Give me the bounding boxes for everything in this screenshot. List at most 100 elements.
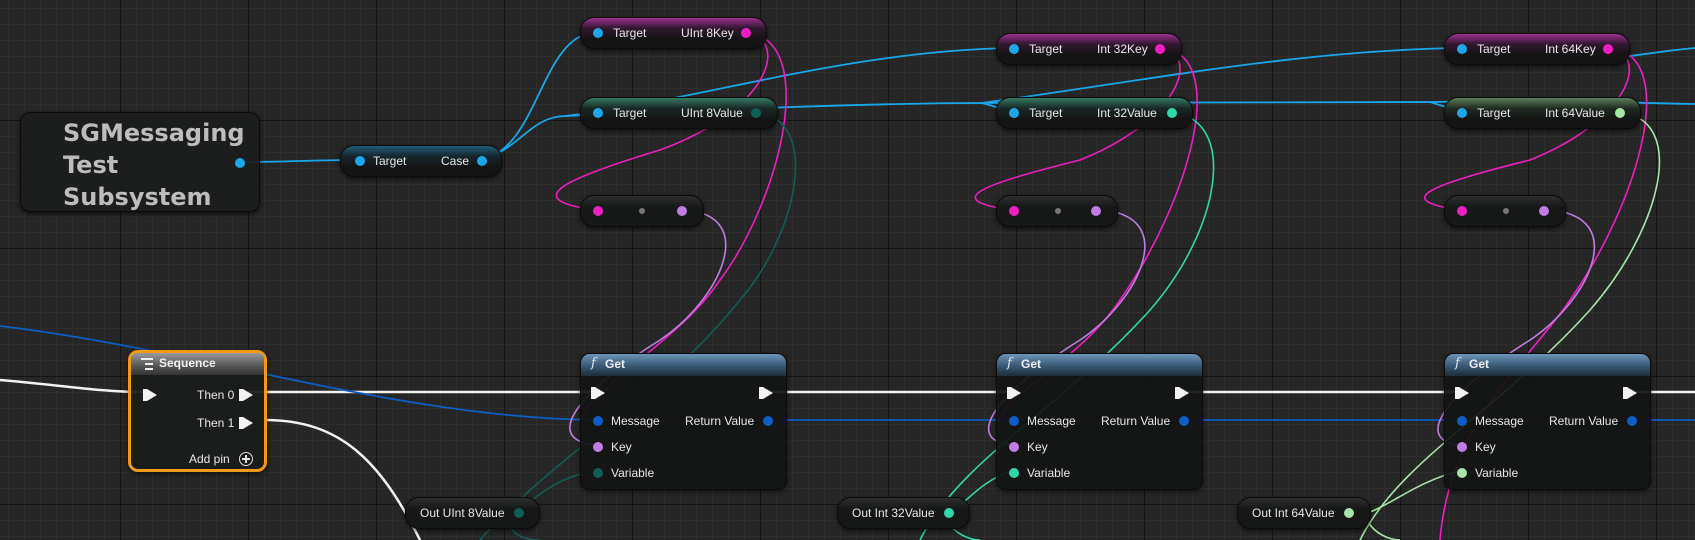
int32-value-node[interactable]: Target Int 32Value	[996, 97, 1193, 129]
add-pin-icon[interactable]	[239, 452, 253, 466]
make-key-2-input-pin[interactable]	[1009, 206, 1019, 216]
out-int64-node[interactable]: Out Int 64Value	[1237, 497, 1371, 529]
make-key-3-input-pin[interactable]	[1457, 206, 1467, 216]
uint8-key-target-pin[interactable]	[593, 28, 603, 38]
uint8-value-output-pin[interactable]	[751, 108, 761, 118]
make-key-2-dot	[1055, 208, 1061, 214]
int32-key-node[interactable]: Target Int 32Key	[996, 33, 1182, 65]
int64-value-node[interactable]: Target Int 64Value	[1444, 97, 1641, 129]
uint8-key-node[interactable]: Target UInt 8Key	[580, 17, 767, 49]
key3-wire-b	[1424, 47, 1631, 211]
get-node-3-exec-out[interactable]	[1623, 387, 1637, 399]
exec-wire-then1	[264, 418, 422, 540]
make-key-1-output-pin[interactable]	[677, 206, 687, 216]
subsystem-node[interactable]: SGMessaging Test Subsystem	[20, 112, 260, 212]
get-node-2-exec-out[interactable]	[1175, 387, 1189, 399]
subsystem-title: SGMessaging Test Subsystem	[63, 119, 245, 211]
get-node-3-key-pin[interactable]	[1457, 442, 1467, 452]
sequence-then0-pin[interactable]	[239, 389, 253, 401]
int64-key-output-label: Int 64Key	[1545, 42, 1596, 56]
int64-key-node[interactable]: Target Int 64Key	[1444, 33, 1630, 65]
int64-key-output-pin[interactable]	[1603, 44, 1613, 54]
get-node-1-message-pin[interactable]	[593, 416, 603, 426]
uint8-value-target-label: Target	[613, 106, 647, 120]
make-key-node-1[interactable]	[580, 195, 704, 227]
make-key-1-input-pin[interactable]	[593, 206, 603, 216]
sequence-node[interactable]: Sequence Then 0 Then 1 Add pin	[128, 350, 267, 472]
get-node-2-variable-label: Variable	[1027, 466, 1071, 480]
int32-value-target-label: Target	[1029, 106, 1063, 120]
get-node-2-message-label: Message	[1027, 414, 1076, 428]
get-node-2-title: Get	[1021, 357, 1042, 371]
get-node-1-title: Get	[605, 357, 626, 371]
uint8-value-target-pin[interactable]	[593, 108, 603, 118]
out-int64-label: Out Int 64Value	[1252, 506, 1335, 520]
int32-value-output-pin[interactable]	[1167, 108, 1177, 118]
get-node-1-return-pin[interactable]	[763, 416, 773, 426]
value3-wire	[1359, 111, 1661, 540]
get-node-2-message-pin[interactable]	[1009, 416, 1019, 426]
sequence-then0-label: Then 0	[197, 388, 235, 402]
make-key-1-dot	[639, 208, 645, 214]
make-key-node-2[interactable]	[996, 195, 1118, 227]
int64-value-target-pin[interactable]	[1457, 108, 1467, 118]
cast-target-pin[interactable]	[355, 156, 365, 166]
make-key-node-3[interactable]	[1444, 195, 1566, 227]
get-node-2-return-pin[interactable]	[1179, 416, 1189, 426]
make-key-2-output-pin[interactable]	[1091, 206, 1101, 216]
uint8-key-output-label: UInt 8Key	[681, 26, 734, 40]
sequence-then1-pin[interactable]	[239, 417, 253, 429]
get-node-1-exec-out[interactable]	[759, 387, 773, 399]
out-int32-node[interactable]: Out Int 32Value	[837, 497, 970, 529]
get-node-3-message-pin[interactable]	[1457, 416, 1467, 426]
get-node-1-return-label: Return Value	[685, 414, 755, 428]
int32-key-output-label: Int 32Key	[1097, 42, 1148, 56]
cast-case-label: Case	[441, 154, 470, 168]
cast-case-pin[interactable]	[477, 156, 487, 166]
function-icon: f	[1007, 356, 1012, 371]
value1-wire	[479, 111, 797, 540]
get-node-2-key-pin[interactable]	[1009, 442, 1019, 452]
get-node-1-key-pin[interactable]	[593, 442, 603, 452]
subsystem-output-pin[interactable]	[235, 158, 245, 168]
int64-value-output-pin[interactable]	[1615, 108, 1625, 118]
get-node-1-variable-label: Variable	[611, 466, 655, 480]
get-node-3-title: Get	[1469, 357, 1490, 371]
int32-key-target-pin[interactable]	[1009, 44, 1019, 54]
cast-target-label: Target	[373, 154, 407, 168]
wildcard3-wire	[1437, 209, 1595, 446]
sequence-add-pin-label[interactable]: Add pin	[189, 452, 230, 466]
get-node-2-exec-in[interactable]	[1007, 387, 1021, 399]
message-wire-left	[0, 325, 597, 421]
int32-value-target-pin[interactable]	[1009, 108, 1019, 118]
out-uint8-pin[interactable]	[514, 508, 524, 518]
get-node-3-variable-pin[interactable]	[1457, 468, 1467, 478]
make-key-3-output-pin[interactable]	[1539, 206, 1549, 216]
int32-key-output-pin[interactable]	[1155, 44, 1165, 54]
key2-wire-b	[974, 47, 1181, 211]
out-uint8-node[interactable]: Out UInt 8Value	[405, 497, 540, 529]
cast-node[interactable]: Target Case	[340, 145, 502, 177]
get-node-1-variable-pin[interactable]	[593, 468, 603, 478]
sequence-icon	[141, 358, 153, 370]
int64-key-target-pin[interactable]	[1457, 44, 1467, 54]
get-node-3-key-label: Key	[1475, 440, 1496, 454]
get-node-1-header: f Get	[581, 354, 786, 376]
get-node-2-return-label: Return Value	[1101, 414, 1171, 428]
sequence-exec-in-pin[interactable]	[143, 389, 157, 401]
out-int64-pin[interactable]	[1344, 508, 1354, 518]
uint8-value-node[interactable]: Target UInt 8Value	[580, 97, 778, 129]
function-icon: f	[591, 356, 596, 371]
get-node-2-variable-pin[interactable]	[1009, 468, 1019, 478]
out-int32-pin[interactable]	[944, 508, 954, 518]
get-node-3-exec-in[interactable]	[1455, 387, 1469, 399]
get-node-3-return-pin[interactable]	[1627, 416, 1637, 426]
uint8-key-output-pin[interactable]	[741, 28, 751, 38]
get-node-1-exec-in[interactable]	[591, 387, 605, 399]
